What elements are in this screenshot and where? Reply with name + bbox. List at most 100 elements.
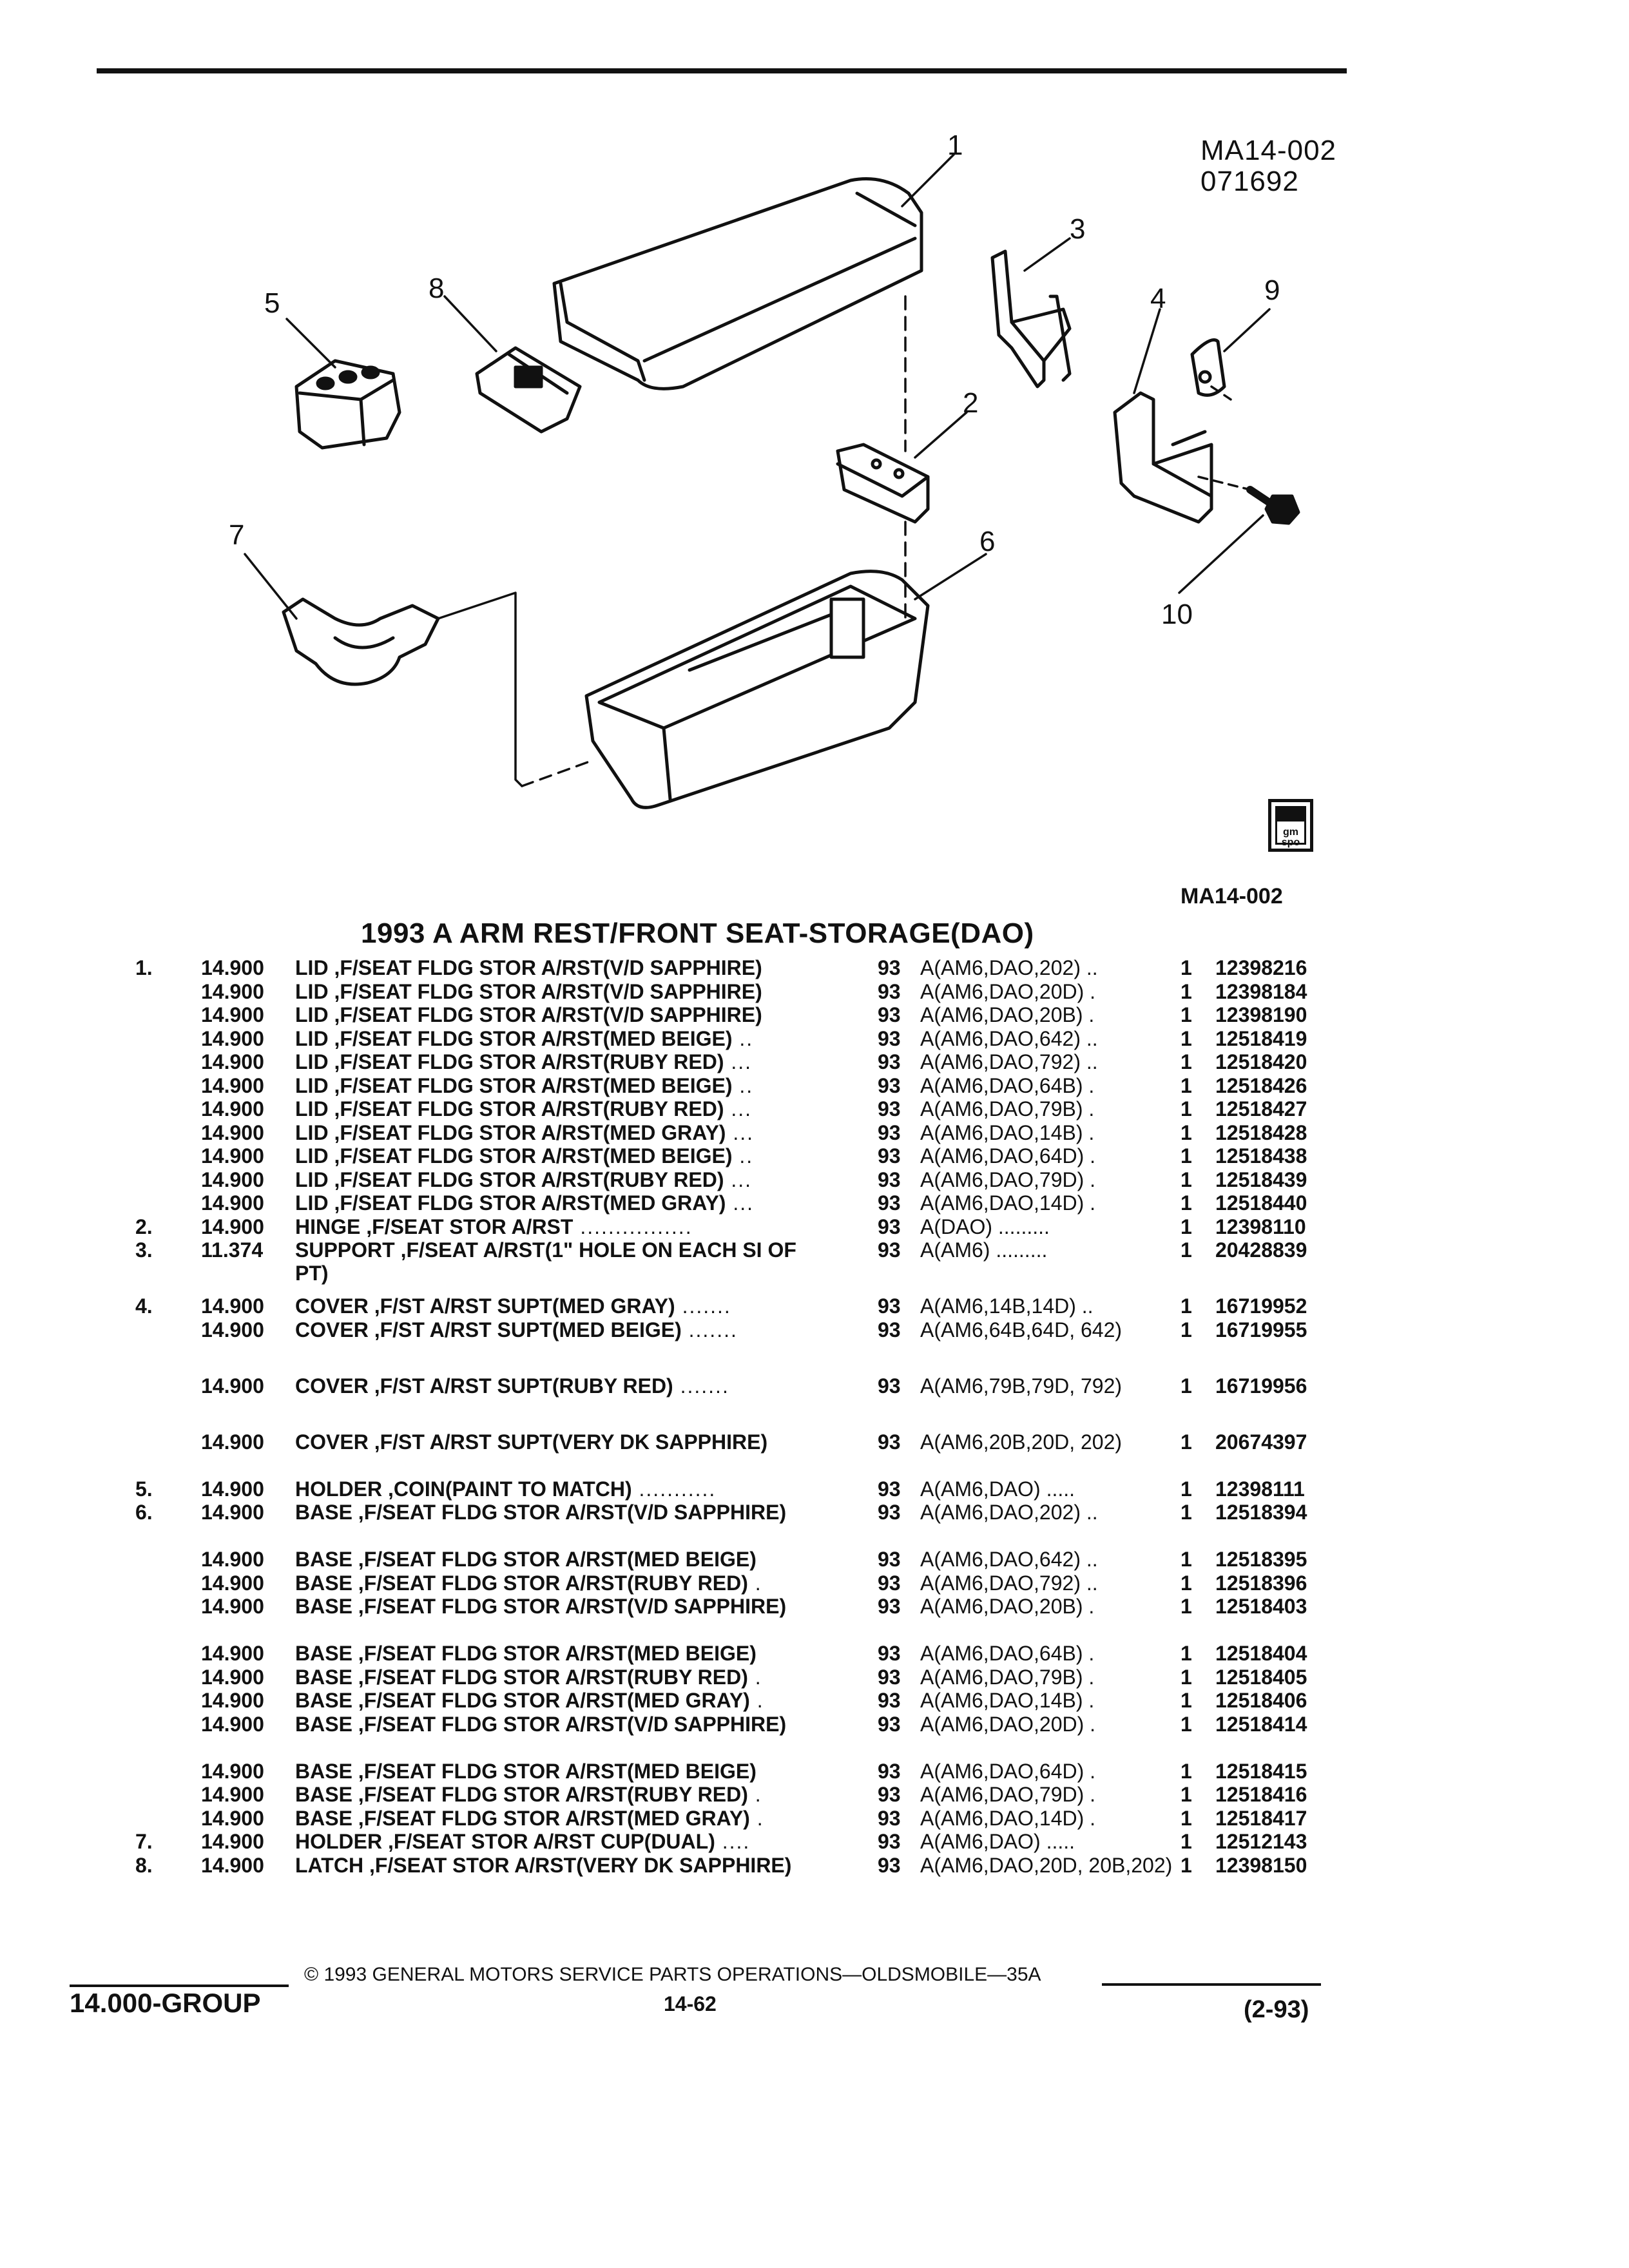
part-description-text: LID ,F/SEAT FLDG STOR A/RST(V/D SAPPHIRE…	[295, 1003, 762, 1026]
part-quantity: 1	[1181, 1294, 1192, 1318]
part-description-leader: .	[747, 1571, 762, 1595]
part-description-text: HOLDER ,F/SEAT STOR A/RST CUP(DUAL)	[295, 1830, 715, 1853]
figure-code-line2: 071692	[1200, 166, 1299, 197]
part-description-text: BASE ,F/SEAT FLDG STOR A/RST(MED BEIGE)	[295, 1548, 757, 1571]
part-year: 93	[878, 1430, 901, 1454]
part-group: 14.900	[201, 1003, 264, 1026]
callout-10: 10	[1161, 599, 1193, 630]
part-quantity: 1	[1181, 1759, 1192, 1783]
part-description-leader: ...........	[631, 1477, 717, 1501]
part-group: 14.900	[201, 1073, 264, 1097]
part-ref: 5.	[135, 1477, 153, 1501]
part-description-leader: ...	[726, 1120, 755, 1144]
part-description-leader: ....	[715, 1830, 751, 1853]
part-quantity: 1	[1181, 979, 1192, 1003]
part-year: 93	[878, 1665, 901, 1689]
part-quantity: 1	[1181, 1430, 1192, 1454]
part-number: 12518406	[1215, 1689, 1307, 1712]
part-year: 93	[878, 1294, 901, 1318]
part-description: BASE ,F/SEAT FLDG STOR A/RST(V/D SAPPHIR…	[295, 1595, 824, 1618]
part-quantity: 1	[1181, 1642, 1192, 1665]
part-quantity: 1	[1181, 1571, 1192, 1595]
top-rule	[97, 68, 1347, 73]
part-number: 12518416	[1215, 1783, 1307, 1806]
part-description-leader: .	[747, 1665, 762, 1689]
part-group: 14.900	[201, 1430, 264, 1454]
part-group: 14.900	[201, 1215, 264, 1238]
part-application: A(AM6,DAO,202) ..	[920, 1501, 1098, 1524]
part-latch	[475, 346, 582, 434]
callout-2: 2	[963, 387, 978, 419]
part-description-text: LID ,F/SEAT FLDG STOR A/RST(MED GRAY)	[295, 1191, 726, 1215]
part-ref: 2.	[135, 1215, 153, 1238]
part-description-text: BASE ,F/SEAT FLDG STOR A/RST(MED GRAY)	[295, 1806, 750, 1830]
part-description: BASE ,F/SEAT FLDG STOR A/RST(RUBY RED) .	[295, 1666, 824, 1689]
part-year: 93	[878, 1783, 901, 1806]
part-description-text: HINGE ,F/SEAT STOR A/RST	[295, 1215, 574, 1238]
callout-6: 6	[979, 526, 995, 557]
part-number: 12398184	[1215, 979, 1307, 1003]
part-year: 93	[878, 1501, 901, 1524]
part-application: A(AM6,DAO,14B) .	[920, 1689, 1095, 1712]
part-quantity: 1	[1181, 1806, 1192, 1830]
part-number: 12518394	[1215, 1501, 1307, 1524]
part-year: 93	[878, 1144, 901, 1168]
part-number: 12518395	[1215, 1548, 1307, 1571]
part-description-text: SUPPORT ,F/SEAT A/RST(1" HOLE ON EACH SI…	[295, 1238, 796, 1285]
part-description-text: LID ,F/SEAT FLDG STOR A/RST(MED BEIGE)	[295, 1144, 733, 1168]
part-description: SUPPORT ,F/SEAT A/RST(1" HOLE ON EACH SI…	[295, 1238, 824, 1285]
row-gap	[0, 1421, 1629, 1430]
part-description-text: COVER ,F/ST A/RST SUPT(MED GRAY)	[295, 1294, 675, 1318]
part-bolt	[1246, 486, 1300, 525]
figure-code-line1: MA14-002	[1200, 135, 1337, 166]
part-number: 12518404	[1215, 1642, 1307, 1665]
part-ref: 3.	[135, 1238, 153, 1262]
part-ref: 4.	[135, 1294, 153, 1318]
part-year: 93	[878, 1595, 901, 1618]
part-description: BASE ,F/SEAT FLDG STOR A/RST(MED GRAY) .	[295, 1807, 824, 1830]
part-year: 93	[878, 1097, 901, 1120]
part-year: 93	[878, 1318, 901, 1341]
part-description-text: BASE ,F/SEAT FLDG STOR A/RST(MED BEIGE)	[295, 1642, 757, 1665]
part-number: 12518427	[1215, 1097, 1307, 1120]
part-description-leader: .	[749, 1689, 764, 1712]
part-number: 12518414	[1215, 1712, 1307, 1736]
callout-9: 9	[1264, 274, 1280, 306]
part-quantity: 1	[1181, 1712, 1192, 1736]
part-year: 93	[878, 1238, 901, 1262]
part-description-text: BASE ,F/SEAT FLDG STOR A/RST(V/D SAPPHIR…	[295, 1501, 787, 1524]
callout-3: 3	[1070, 213, 1085, 245]
part-number: 16719955	[1215, 1318, 1307, 1341]
part-application: A(AM6,DAO,792) ..	[920, 1571, 1098, 1595]
part-description-text: LID ,F/SEAT FLDG STOR A/RST(RUBY RED)	[295, 1050, 724, 1073]
part-description: LID ,F/SEAT FLDG STOR A/RST(MED BEIGE) .…	[295, 1074, 824, 1097]
part-quantity: 1	[1181, 1689, 1192, 1712]
part-description: LID ,F/SEAT FLDG STOR A/RST(RUBY RED) ..…	[295, 1168, 824, 1191]
part-year: 93	[878, 1477, 901, 1501]
part-year: 93	[878, 1548, 901, 1571]
part-application: A(AM6,DAO,20D) .	[920, 1712, 1096, 1736]
part-description-text: HOLDER ,COIN(PAINT TO MATCH)	[295, 1477, 632, 1501]
part-number: 12518439	[1215, 1168, 1307, 1191]
part-application: A(AM6,DAO,64B) .	[920, 1642, 1095, 1665]
part-description: LID ,F/SEAT FLDG STOR A/RST(MED BEIGE) .…	[295, 1144, 824, 1168]
part-description: LID ,F/SEAT FLDG STOR A/RST(RUBY RED) ..…	[295, 1050, 824, 1073]
part-year: 93	[878, 1642, 901, 1665]
part-year: 93	[878, 1830, 901, 1853]
part-quantity: 1	[1181, 1097, 1192, 1120]
part-number: 12512143	[1215, 1830, 1307, 1853]
part-description-text: LID ,F/SEAT FLDG STOR A/RST(V/D SAPPHIRE…	[295, 956, 762, 979]
part-description-text: BASE ,F/SEAT FLDG STOR A/RST(RUBY RED)	[295, 1665, 748, 1689]
callout-8: 8	[429, 273, 444, 304]
part-quantity: 1	[1181, 1238, 1192, 1262]
leader-lines	[244, 153, 1271, 787]
part-description: HINGE ,F/SEAT STOR A/RST ...............…	[295, 1215, 824, 1238]
part-number: 12518417	[1215, 1806, 1307, 1830]
part-group: 14.900	[201, 1783, 264, 1806]
